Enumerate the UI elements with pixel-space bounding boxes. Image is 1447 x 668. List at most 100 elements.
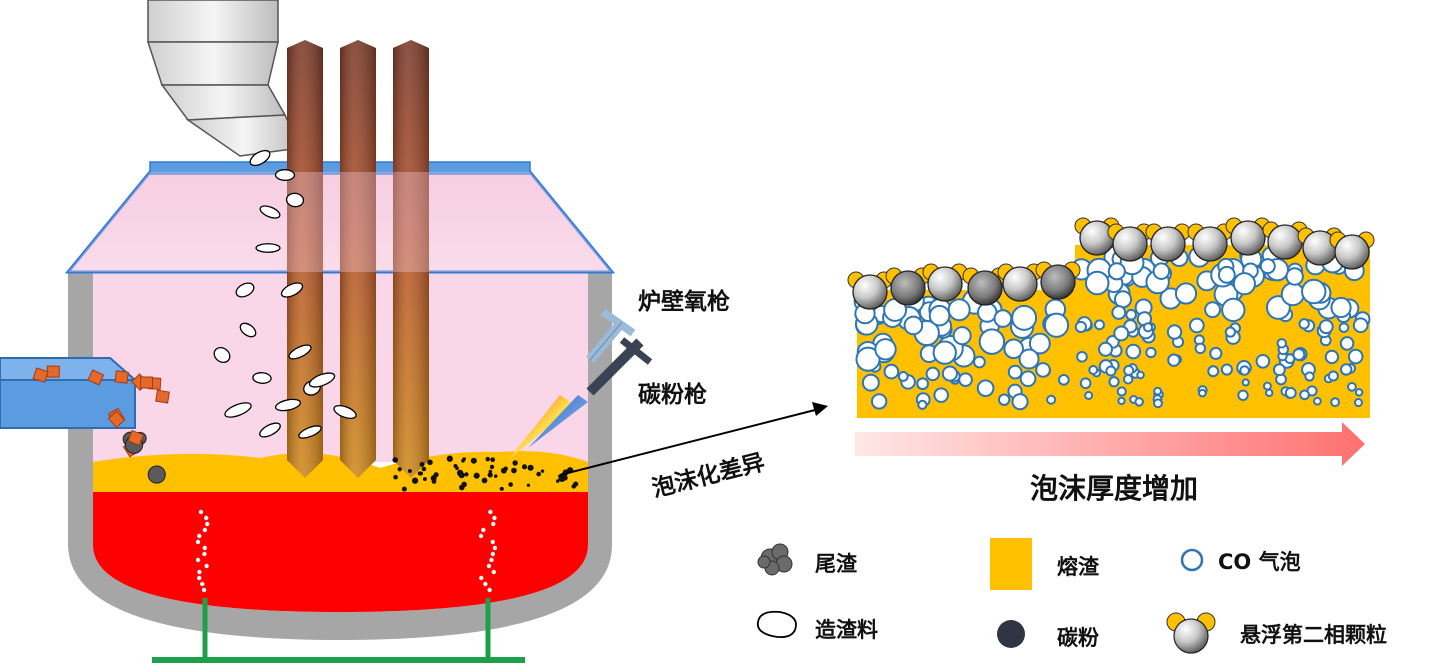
co-bubble	[1094, 319, 1105, 331]
carbon-dot	[573, 481, 579, 487]
co-bubble	[1221, 297, 1246, 323]
slag-forming-flake	[333, 404, 357, 420]
carbon-dot	[561, 474, 568, 481]
legend-suspended-particle: 悬浮第二相颗粒	[1240, 623, 1387, 647]
steel-bubble	[479, 575, 484, 581]
co-bubble	[1007, 364, 1023, 380]
scrap-piece	[107, 410, 126, 429]
slag-forming-flake	[239, 322, 257, 338]
steel-bubble	[201, 587, 207, 593]
legend-molten-slag: 熔渣	[1057, 555, 1099, 579]
co-bubble	[1330, 296, 1352, 319]
carbon-dot	[508, 482, 513, 487]
co-bubble	[1347, 348, 1364, 365]
co-bubble	[1194, 342, 1207, 355]
co-bubble	[1145, 346, 1157, 359]
co-bubble	[1136, 370, 1145, 380]
steel-bubble	[492, 545, 498, 551]
co-bubble	[932, 340, 957, 365]
co-bubble	[1153, 386, 1163, 396]
steel-bubble	[483, 581, 488, 587]
steel-bubble	[490, 539, 495, 545]
co-bubble	[1217, 265, 1236, 284]
co-bubble	[1255, 353, 1271, 369]
steel-bubble	[491, 521, 496, 527]
scrap-piece	[155, 389, 170, 404]
steel-bubble	[492, 515, 497, 521]
co-bubble-legend-icon	[1180, 548, 1204, 572]
co-bubble	[997, 393, 1011, 406]
electrode-shade	[287, 40, 323, 478]
carbon-dot	[453, 463, 458, 468]
thickness-arrow	[855, 422, 1365, 466]
co-bubble	[1113, 290, 1133, 309]
co-bubble	[1232, 272, 1256, 296]
foam-diagram	[847, 217, 1375, 418]
electrode-shade	[393, 40, 429, 478]
suspended-particle	[1112, 226, 1148, 262]
co-bubble	[1111, 305, 1127, 320]
carbon-dots	[392, 455, 579, 492]
carbon-dot	[527, 464, 534, 471]
co-bubble	[1313, 396, 1322, 406]
co-bubble	[1237, 389, 1249, 401]
suspended-particle	[1002, 266, 1038, 302]
co-bubble	[933, 387, 949, 403]
co-bubble	[958, 372, 973, 387]
carbon-dot	[526, 483, 531, 487]
slag-forming-flake	[259, 205, 281, 219]
co-bubble	[1057, 374, 1070, 386]
co-bubble	[973, 355, 986, 369]
bottom-pipes	[152, 598, 525, 663]
co-bubble	[1241, 378, 1250, 387]
co-bubble	[976, 379, 995, 398]
suspended-particle	[927, 266, 963, 302]
co-bubble	[874, 338, 897, 361]
co-bubble	[1018, 348, 1040, 370]
slag-forming-flake	[252, 372, 272, 384]
carbon-dot	[407, 468, 412, 473]
carbon-powder-lance-label: 碳粉枪	[638, 382, 707, 408]
steel-bubble	[195, 557, 201, 563]
carbon-dot	[393, 474, 398, 480]
carbon-dot	[422, 477, 427, 482]
carbon-dot	[456, 469, 464, 477]
co-bubble	[1122, 374, 1134, 385]
steel-bubble	[202, 551, 207, 557]
co-bubble	[1079, 377, 1092, 390]
co-bubble	[1318, 319, 1334, 335]
suspended-particle	[1040, 264, 1076, 300]
co-bubble	[1074, 320, 1087, 334]
carbon-dot	[488, 469, 493, 474]
co-bubble	[1153, 398, 1163, 409]
suspended-particle	[1230, 220, 1266, 256]
co-bubble	[1108, 376, 1120, 388]
suspended-particle	[967, 270, 1003, 306]
steel-bubble	[478, 533, 484, 539]
steel-bubble	[204, 515, 209, 521]
co-bubble	[1285, 267, 1304, 286]
suspended-particle	[1192, 226, 1228, 262]
steel-bubble	[197, 533, 202, 539]
carbon-dot	[421, 466, 427, 472]
co-bubble	[1209, 346, 1223, 360]
molten-steel	[93, 490, 588, 612]
suspended-particle	[1334, 234, 1370, 270]
callout-arrow	[559, 402, 828, 476]
carbon-dot	[487, 472, 493, 478]
suspended-particle	[890, 270, 926, 306]
co-bubble	[1035, 362, 1051, 378]
suspended-particle-legend-icon	[1166, 612, 1216, 654]
co-bubble	[883, 363, 900, 380]
co-bubble	[1046, 394, 1057, 405]
carbon-dot	[536, 471, 541, 477]
slag-forming-flake	[308, 372, 336, 388]
co-bubble	[1224, 326, 1237, 338]
steel-bubble	[488, 509, 493, 515]
carbon-dot	[489, 464, 495, 470]
carbon-dot	[397, 467, 402, 472]
steel-bubble	[202, 545, 208, 551]
carbon-dot	[392, 457, 399, 463]
steel-bubble	[198, 509, 204, 515]
co-bubble	[1339, 336, 1355, 351]
